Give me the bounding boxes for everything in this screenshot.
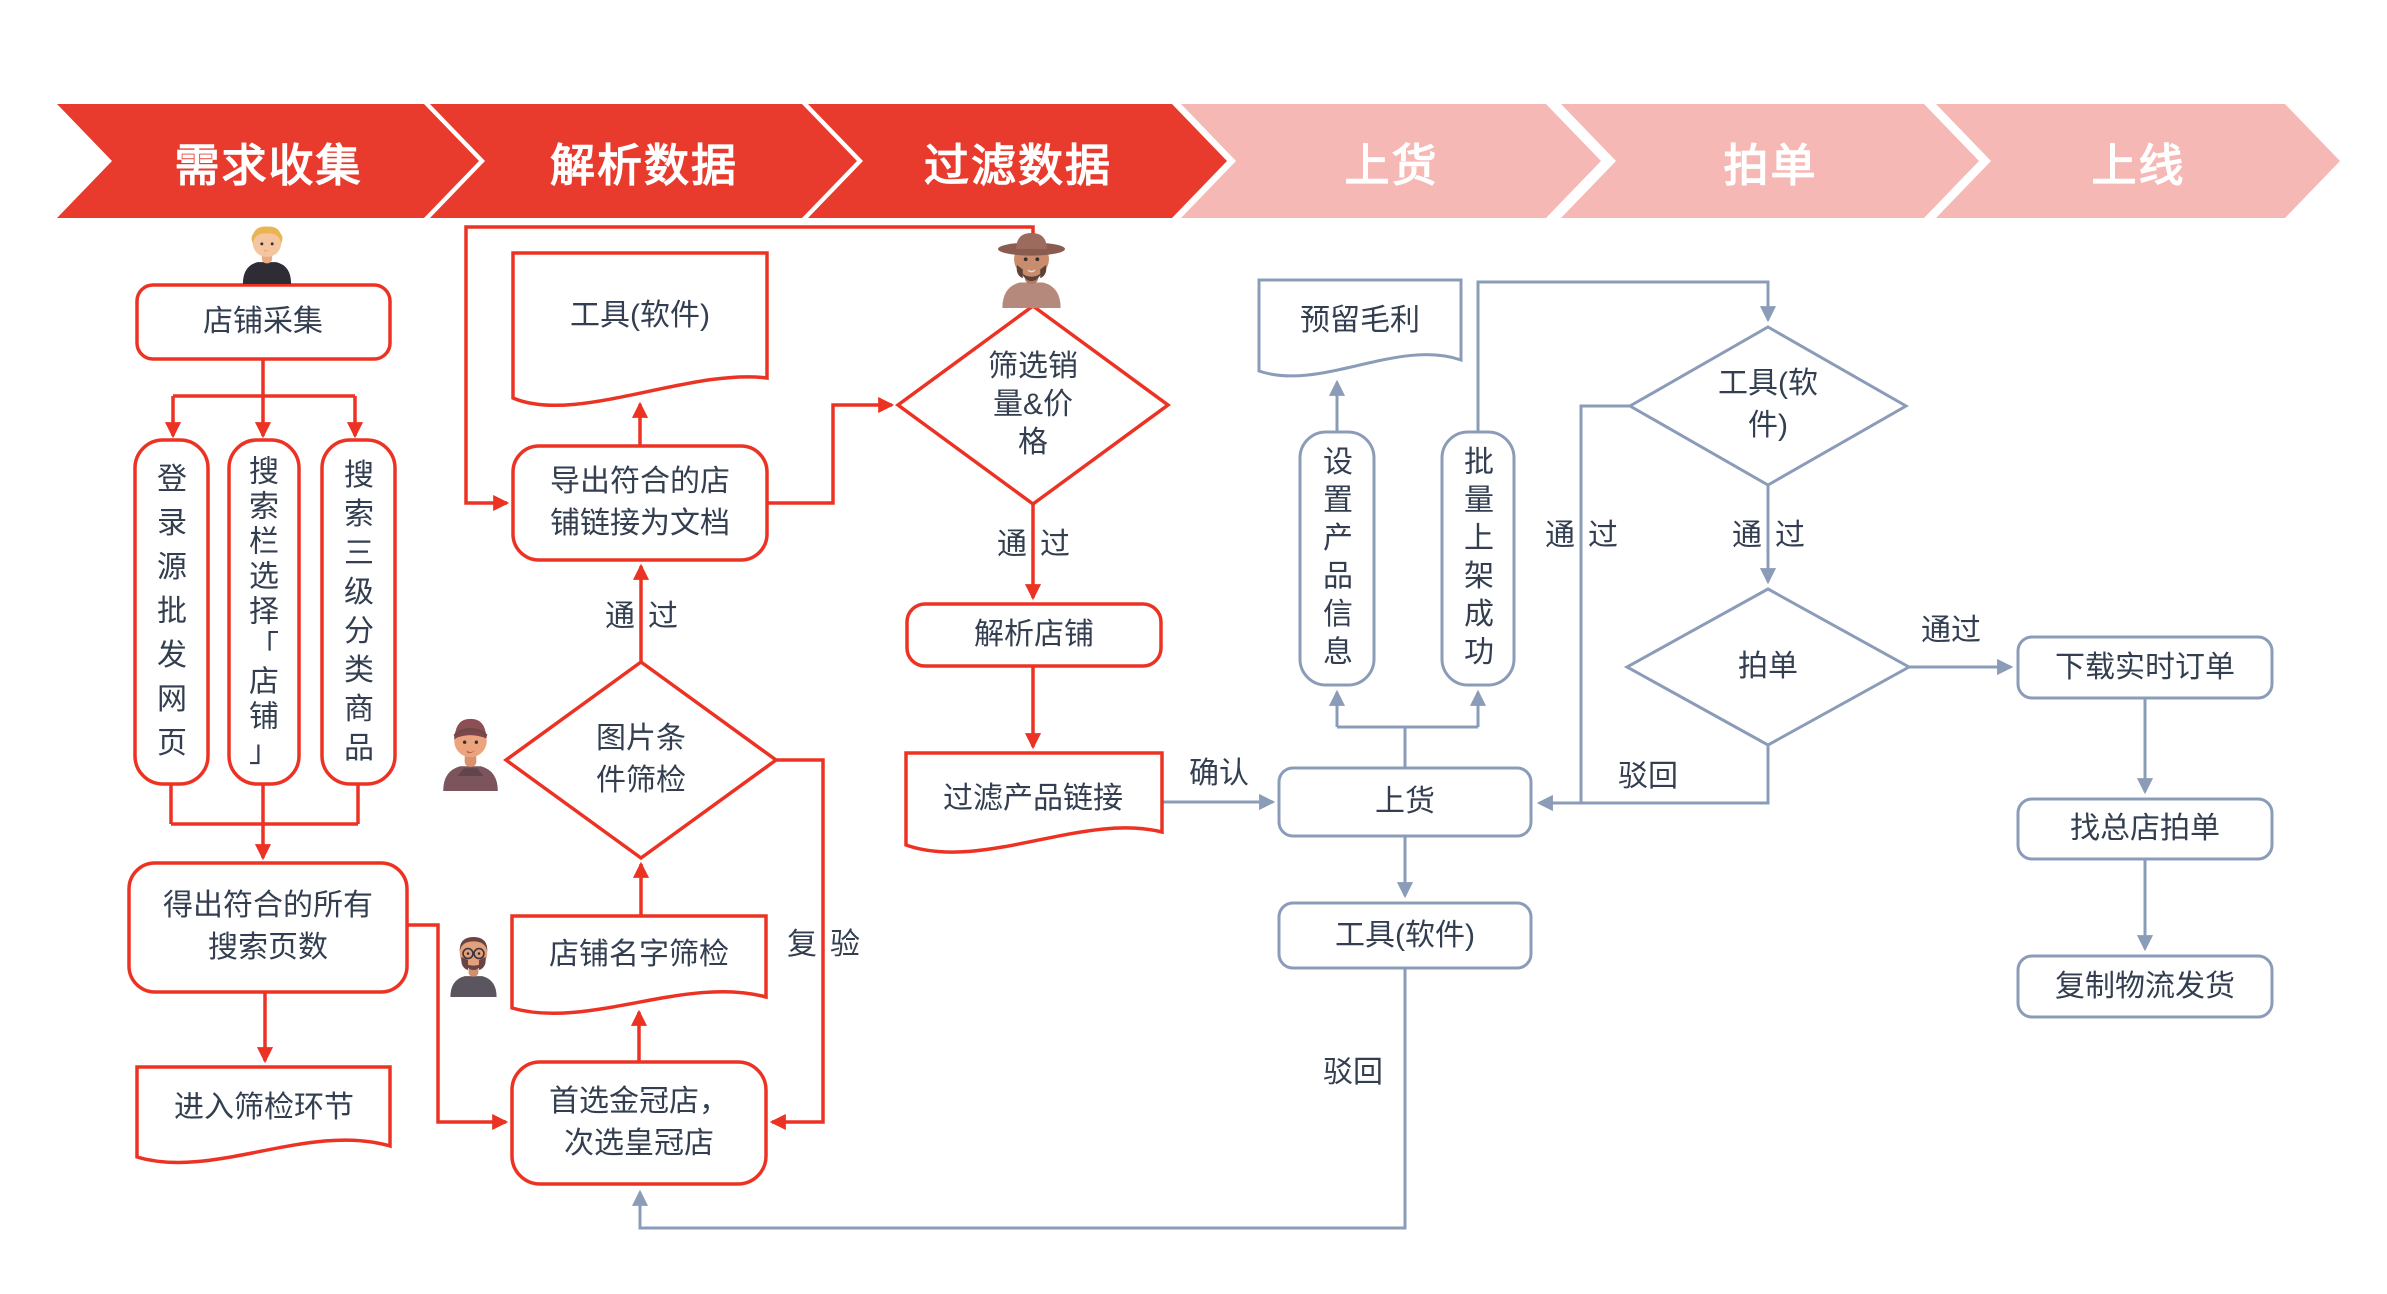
node-label-download-orders: 下载实时订单 [2055,651,2235,684]
node-label-tool-software-gray: 工具(软件) [1335,919,1475,952]
node-export-links[interactable] [511,444,769,562]
node-label-copy-logistics: 复制物流发货 [2055,970,2235,1003]
edge-placeorder-loadgoods-reject [1581,745,1770,805]
node-enter-screening[interactable] [135,1065,392,1165]
edge-label-confirm: 确认 [1189,757,1249,790]
node-label-find-main-store: 找总店拍单 [2070,812,2220,845]
node-label-batch-listing-success: 批 量 上 架 成 功 [1464,446,1494,669]
edge-imagescreen-goldcrown-recheck [769,758,825,1131]
edge-label-recheck: 复验 [787,928,873,961]
node-label-export-links: 导出符合的店 铺链接为文档 [550,465,730,540]
edge-label-pass-tool-down: 通过 [1732,519,1818,552]
banner-stage-label: 拍单 [1723,139,1818,191]
persona-hat-icon [998,233,1065,308]
node-label-login-source: 登 录 源 批 发 网 页 [157,463,187,760]
edge-label-reject-order: 驳回 [1618,760,1678,793]
node-label-filter-product-links: 过滤产品链接 [943,782,1123,815]
node-load-goods[interactable] [1277,766,1533,838]
node-label-prefer-gold-crown: 首选金冠店， 次选皇冠店 [549,1085,729,1160]
node-find-main-store[interactable] [2016,797,2274,861]
node-label-load-goods: 上货 [1375,785,1435,818]
persona-blond-icon [242,226,292,284]
node-label-tool-software-doc: 工具(软件) [570,299,710,332]
node-label-name-screening: 店铺名字筛检 [549,938,729,971]
node-label-enter-screening: 进入筛检环节 [174,1091,354,1124]
banner-stage-filter-data[interactable]: 过滤数据 [808,104,1227,218]
node-prefer-gold-crown[interactable] [510,1060,768,1186]
node-login-source[interactable] [133,438,210,786]
node-set-product-info[interactable] [1298,430,1376,687]
node-batch-listing-success[interactable] [1440,430,1516,687]
node-tool-software-gray[interactable] [1277,901,1533,970]
gray-connectors [631,280,2154,1230]
gray-nodes [1257,278,2274,1019]
node-label-set-product-info: 设 置 产 品 信 息 [1323,446,1353,669]
node-label-search-bar-select: 搜 索 栏 选 择 「 店 铺 」 [249,455,279,769]
node-tool-software-diamond[interactable] [1626,325,1910,487]
node-label-filter-sales-price: 筛选销 量&价 格 [988,350,1078,459]
node-copy-logistics[interactable] [2016,954,2274,1019]
edge-toolgray-goldcrown-reject [631,968,1407,1230]
node-tool-software-doc[interactable] [511,251,769,408]
banner-stage-parse-data[interactable]: 解析数据 [430,104,857,218]
node-label-image-screening: 图片条 件筛检 [596,722,686,797]
node-label-result-pages: 得出符合的所有 搜索页数 [163,889,373,964]
edge-resultpages-goldcrown [407,923,509,1131]
node-label-reserve-margin: 预留毛利 [1300,304,1420,337]
edge-export-filtersales [767,396,895,505]
edge-label-reject-bottom: 驳回 [1323,1056,1383,1089]
banner-stage-label: 上线 [2091,139,2186,191]
node-download-orders[interactable] [2016,635,2274,700]
node-search-bar-select[interactable] [227,438,301,786]
node-filter-sales-price[interactable] [895,303,1171,507]
banner-stage-label: 需求收集 [174,139,363,191]
banner-stage-load-goods[interactable]: 上货 [1181,104,1601,218]
edge-batchlisting-tooldiamond [1476,280,1777,432]
node-search-category[interactable] [320,438,397,786]
edge-label-pass-order: 通过 [1921,614,1981,647]
red-nodes [127,251,1171,1186]
banner-stage-label: 上货 [1344,139,1439,191]
banner-stage-go-live[interactable]: 上线 [1936,104,2340,218]
node-label-parse-shop: 解析店铺 [974,618,1094,651]
node-reserve-margin[interactable] [1257,278,1463,378]
node-shop-collect[interactable] [135,283,392,361]
node-parse-shop[interactable] [905,602,1163,668]
node-label-search-category: 搜 索 三 级 分 类 商 品 [344,459,374,765]
edge-shopcollect-split [173,359,355,398]
edge-label-pass-parse: 通过 [997,528,1083,561]
edge-tooldiamond-loadgoods [1536,404,1630,812]
banner-stage-place-order[interactable]: 拍单 [1561,104,1979,218]
banner-stage-label: 过滤数据 [923,139,1112,191]
persona-cap-icon [443,718,498,791]
node-result-pages[interactable] [127,861,409,994]
node-place-order[interactable] [1623,587,1913,747]
banner-stage-label: 解析数据 [549,139,738,191]
persona-glasses-icon [450,937,497,997]
banner-stage-requirements[interactable]: 需求收集 [57,104,479,218]
edge-label-pass-tool-left: 通过 [1545,519,1631,552]
node-label-place-order: 拍单 [1738,650,1798,683]
edge-loadgoods-split [1337,725,1478,768]
edge-label-pass-export: 通过 [605,600,691,633]
node-filter-product-links[interactable] [904,751,1164,854]
node-name-screening[interactable] [510,914,768,1016]
node-label-shop-collect: 店铺采集 [203,305,323,338]
node-image-screening[interactable] [503,659,779,861]
node-label-tool-software-diamond: 工具(软 件) [1718,367,1818,442]
